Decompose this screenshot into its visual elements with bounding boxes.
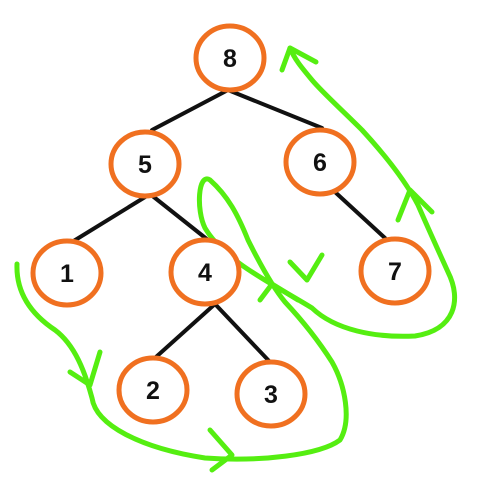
arrowhead-bottom-right <box>207 427 235 473</box>
node-label: 1 <box>60 260 74 288</box>
edge-5-1 <box>70 192 152 244</box>
node-circle <box>116 355 190 425</box>
arrowhead-up-near-7 <box>395 187 435 223</box>
node-6: 6 <box>283 127 357 197</box>
node-5: 5 <box>108 129 182 199</box>
node-label: 2 <box>146 377 160 405</box>
node-label: 7 <box>388 258 402 286</box>
edge-5-4 <box>148 192 210 242</box>
traversal-path <box>14 45 458 473</box>
node-8: 8 <box>193 23 267 93</box>
edge-8-5 <box>150 88 230 132</box>
node-circle <box>358 236 432 306</box>
node-label: 8 <box>223 45 237 73</box>
node-circle <box>168 237 242 307</box>
node-circle <box>30 238 104 308</box>
arrowhead-up-near-4 <box>257 281 301 303</box>
edge-4-3 <box>213 302 272 364</box>
arrowhead-left-down <box>67 349 103 388</box>
edge-4-2 <box>154 302 217 359</box>
node-label: 5 <box>138 151 152 179</box>
arrowhead-down-middle <box>287 252 325 283</box>
node-1: 1 <box>30 238 104 308</box>
tree-edges <box>70 88 387 364</box>
edge-8-6 <box>226 88 324 130</box>
node-7: 7 <box>358 236 432 306</box>
node-circle <box>108 129 182 199</box>
node-label: 3 <box>264 381 278 409</box>
node-label: 6 <box>313 149 327 177</box>
edge-6-7 <box>333 190 387 240</box>
node-circle <box>234 359 308 429</box>
tree-nodes: 8 5 6 1 4 7 2 3 <box>30 23 432 429</box>
node-3: 3 <box>234 359 308 429</box>
node-label: 4 <box>198 259 212 287</box>
node-circle <box>283 127 357 197</box>
node-2: 2 <box>116 355 190 425</box>
node-4: 4 <box>168 237 242 307</box>
node-circle <box>193 23 267 93</box>
arrowhead-up-near-8 <box>279 45 319 73</box>
traversal-scribble <box>14 45 458 462</box>
